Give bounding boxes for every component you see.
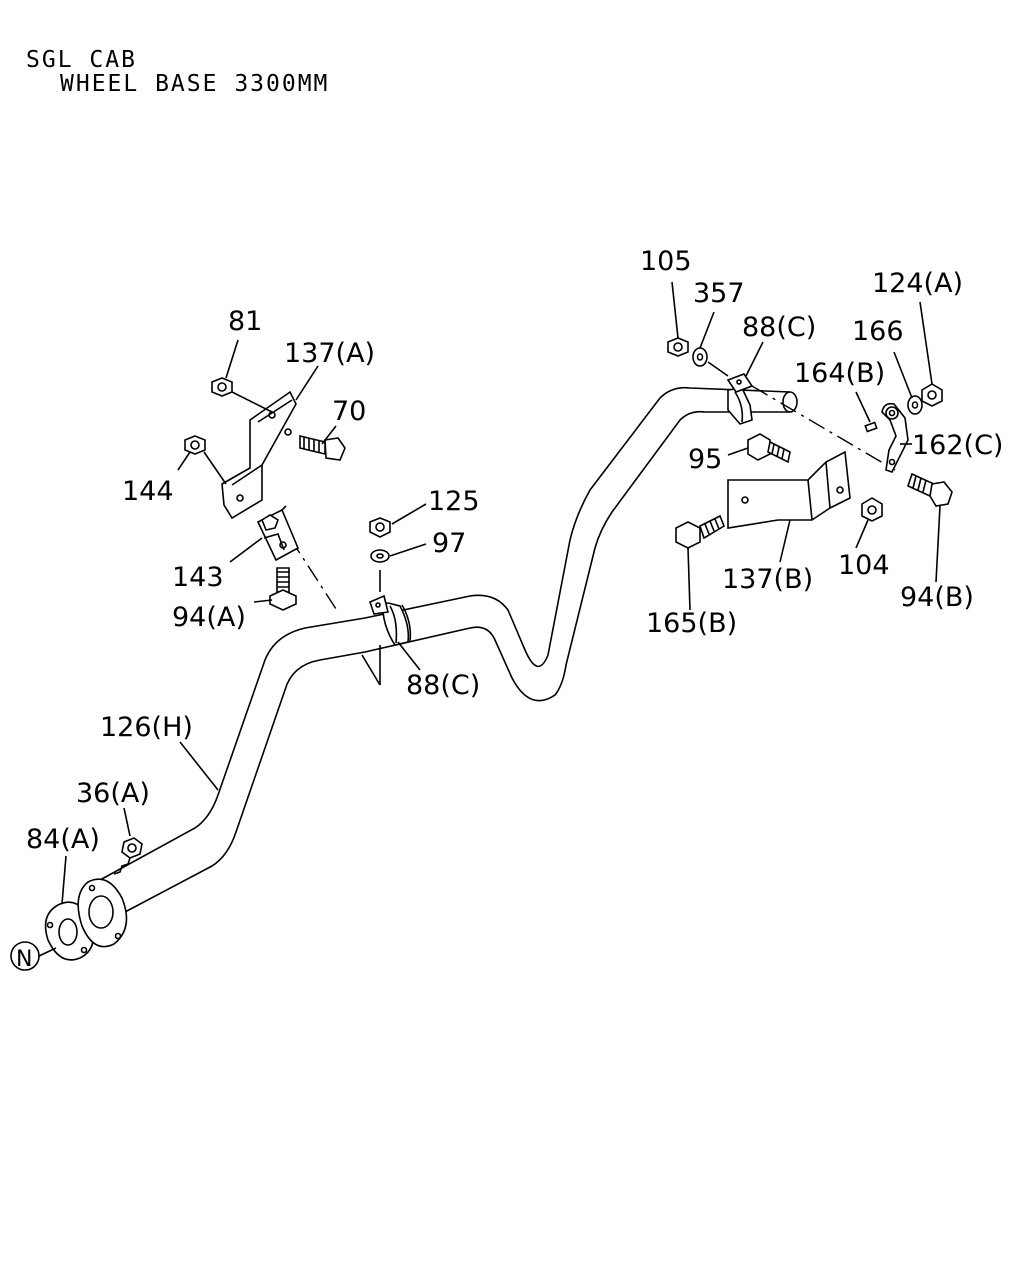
label-81: 81 bbox=[228, 306, 262, 337]
label-162c: 162(C) bbox=[912, 430, 1003, 461]
washer-166 bbox=[907, 395, 923, 415]
bracket-137a bbox=[221, 390, 297, 520]
stud-right bbox=[707, 361, 729, 377]
label-144: 144 bbox=[122, 476, 174, 507]
bracket-137b bbox=[727, 450, 851, 529]
label-94b: 94(B) bbox=[900, 582, 974, 613]
label-357: 357 bbox=[693, 278, 745, 309]
washer-97 bbox=[370, 549, 390, 563]
bolt-94a bbox=[269, 567, 297, 611]
washer-357 bbox=[692, 347, 708, 367]
label-88c-top: 88(C) bbox=[742, 312, 816, 343]
label-126h: 126(H) bbox=[100, 712, 193, 743]
clamp-88c-center bbox=[361, 594, 412, 686]
label-137a: 137(A) bbox=[284, 338, 375, 369]
nut-81 bbox=[211, 377, 233, 397]
nut-144 bbox=[184, 435, 206, 455]
label-95: 95 bbox=[688, 444, 722, 475]
nut-125 bbox=[369, 517, 391, 538]
n-marker-circle: N bbox=[10, 941, 40, 972]
bolt-70 bbox=[299, 434, 346, 461]
nut-104 bbox=[861, 497, 883, 522]
label-165b: 165(B) bbox=[646, 608, 737, 639]
label-88c-mid: 88(C) bbox=[406, 670, 480, 701]
label-84a: 84(A) bbox=[26, 824, 100, 855]
leader-n bbox=[38, 947, 57, 957]
bolt-95 bbox=[747, 433, 791, 464]
pipe-flange bbox=[77, 878, 128, 948]
header-line-1: SGL CAB bbox=[26, 47, 137, 73]
stud-line bbox=[113, 857, 131, 875]
mount-143 bbox=[256, 505, 300, 562]
nut-105 bbox=[667, 337, 689, 357]
label-n: N bbox=[16, 947, 32, 972]
callout-labels: 105 357 88(C) 164(B) 124(A) 166 162(C) 9… bbox=[26, 246, 1003, 855]
centerline-right bbox=[751, 385, 896, 471]
label-124a: 124(A) bbox=[872, 268, 963, 299]
label-166: 166 bbox=[852, 316, 904, 347]
label-97: 97 bbox=[432, 528, 466, 559]
centerline-left bbox=[289, 537, 339, 613]
label-143: 143 bbox=[172, 562, 224, 593]
label-104: 104 bbox=[838, 550, 890, 581]
bolt-94b bbox=[907, 472, 953, 507]
label-137b: 137(B) bbox=[722, 564, 813, 595]
label-105: 105 bbox=[640, 246, 692, 277]
pin-164b bbox=[864, 421, 878, 433]
leader-lines bbox=[61, 281, 941, 905]
label-36a: 36(A) bbox=[76, 778, 150, 809]
clamp-88c-right bbox=[726, 373, 754, 425]
header-line-2: WHEEL BASE 3300MM bbox=[60, 71, 329, 97]
label-94a: 94(A) bbox=[172, 602, 246, 633]
hanger-162c bbox=[881, 402, 909, 473]
bolt-165b bbox=[675, 514, 725, 549]
exhaust-pipe-126h bbox=[99, 386, 798, 913]
nut-124a bbox=[921, 383, 943, 407]
label-70: 70 bbox=[332, 396, 366, 427]
nut-36a bbox=[121, 837, 143, 859]
label-125: 125 bbox=[428, 486, 480, 517]
label-164b: 164(B) bbox=[794, 358, 885, 389]
